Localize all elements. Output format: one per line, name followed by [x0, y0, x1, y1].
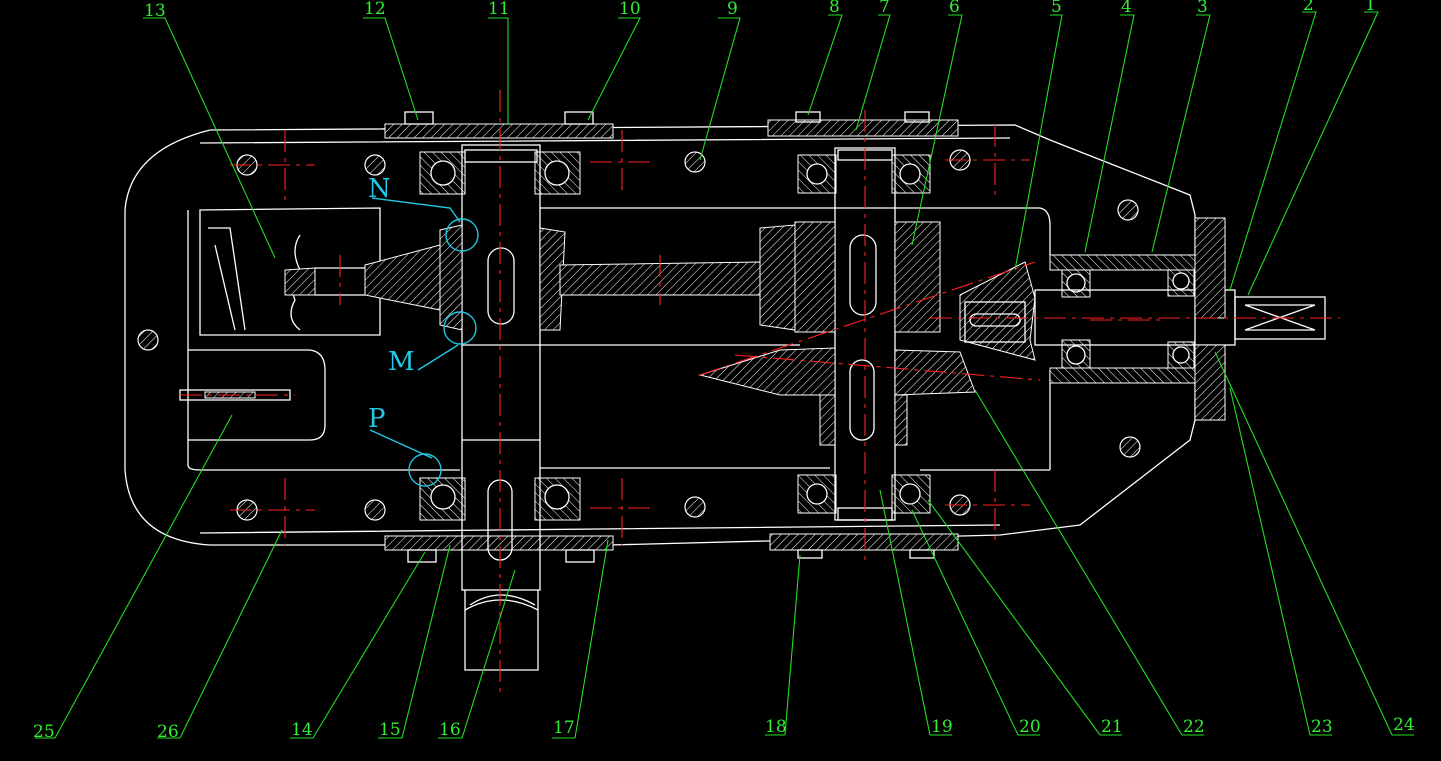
part-number-10: 10	[619, 0, 641, 19]
part-number-26: 26	[157, 722, 179, 742]
part-number-7: 7	[879, 0, 890, 17]
part-number-13: 13	[144, 1, 166, 21]
detail-label-p: P	[368, 404, 386, 434]
part-number-8: 8	[829, 0, 840, 17]
part-number-25: 25	[33, 722, 55, 742]
part-number-12: 12	[364, 0, 386, 19]
part-number-labels: 1 2 3 4 5 6 7 8 9 10 11 12 13 14 15 16 1…	[33, 0, 1415, 742]
intermediate-shaft	[698, 147, 976, 521]
part-number-19: 19	[931, 717, 953, 737]
part-number-2: 2	[1303, 0, 1314, 15]
part-number-3: 3	[1197, 0, 1208, 17]
bearing-caps	[384, 111, 959, 563]
part-number-9: 9	[727, 0, 738, 19]
centerlines	[180, 90, 1340, 695]
part-number-16: 16	[439, 720, 461, 740]
detail-markers	[369, 197, 479, 487]
part-number-20: 20	[1019, 717, 1041, 737]
part-number-22: 22	[1183, 717, 1205, 737]
part-number-24: 24	[1393, 715, 1415, 735]
detail-label-m: M	[388, 347, 415, 377]
part-number-4: 4	[1121, 0, 1132, 17]
part-number-21: 21	[1101, 717, 1123, 737]
part-number-23: 23	[1311, 717, 1333, 737]
detail-label-n: N	[368, 174, 391, 204]
part-number-11: 11	[488, 0, 510, 19]
large-gear	[284, 224, 796, 331]
part-number-18: 18	[765, 717, 787, 737]
part-number-1: 1	[1365, 0, 1376, 15]
part-number-14: 14	[291, 720, 313, 740]
leader-lines	[35, 11, 1414, 739]
part-number-5: 5	[1051, 0, 1062, 17]
bearings	[419, 151, 1195, 521]
part-number-6: 6	[949, 0, 960, 17]
part-number-15: 15	[379, 720, 401, 740]
part-number-17: 17	[553, 718, 575, 738]
input-shaft	[959, 217, 1326, 421]
